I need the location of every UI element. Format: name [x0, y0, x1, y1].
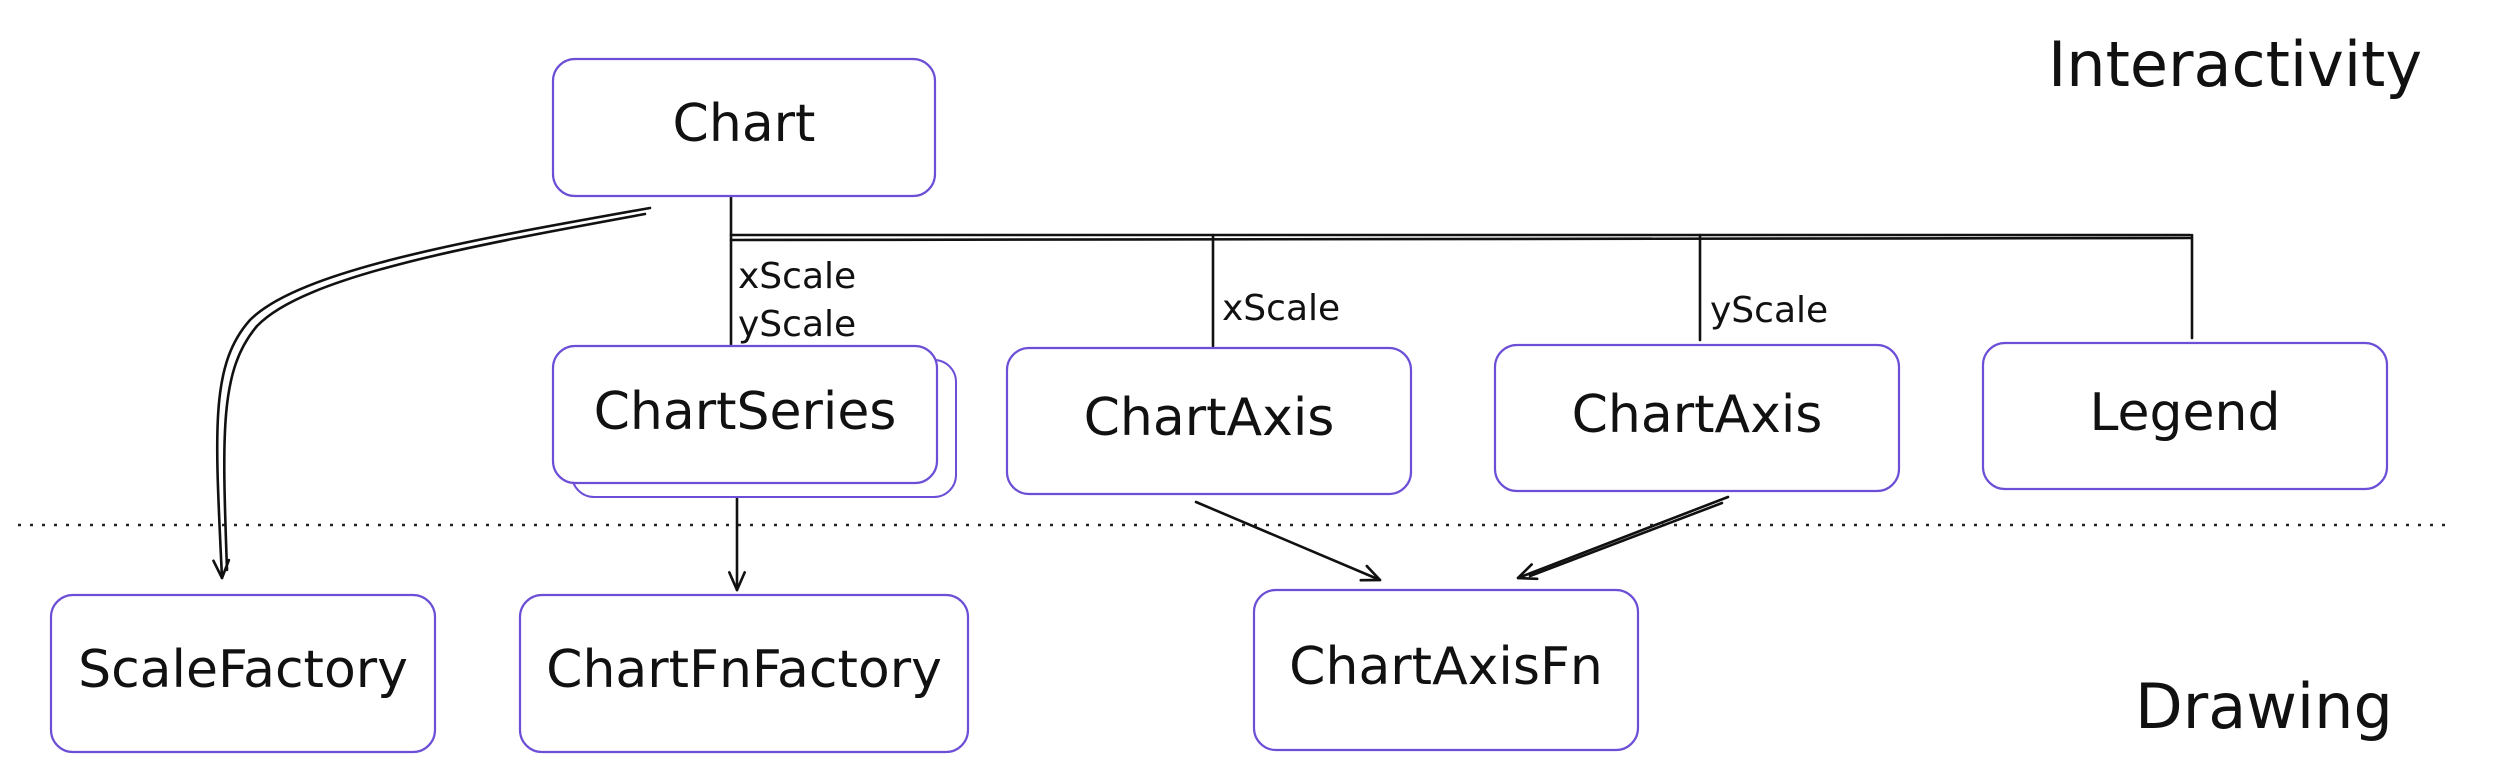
- node-chart-axis-x[interactable]: ChartAxis: [1005, 346, 1413, 496]
- edge-label-series-xscale: xScale: [738, 256, 856, 297]
- node-legend-label: Legend: [2089, 383, 2280, 443]
- node-chart-fn-factory-label: ChartFnFactory: [546, 640, 942, 700]
- edge-label-axis-xscale: xScale: [1222, 288, 1340, 329]
- node-chart-axis-y-label: ChartAxis: [1572, 385, 1823, 445]
- arrow-axis-y-to-axis-fn-second: [1528, 501, 1724, 578]
- node-scale-factory[interactable]: ScaleFactory: [49, 593, 437, 754]
- arrow-axis-y-to-axis-fn: [1516, 495, 1730, 581]
- arrow-chart-to-scale-factory: [212, 206, 652, 580]
- arrow-axis-x-to-axis-fn: [1194, 500, 1382, 582]
- edge-label-axis-yscale: yScale: [1710, 290, 1828, 331]
- node-chart-axis-fn[interactable]: ChartAxisFn: [1252, 588, 1640, 752]
- node-chart[interactable]: Chart: [551, 57, 937, 198]
- node-chart-axis-y[interactable]: ChartAxis: [1493, 343, 1901, 493]
- arrow-chart-to-scale-factory-shadow: [222, 212, 647, 572]
- section-label-drawing: Drawing: [2135, 670, 2393, 743]
- node-scale-factory-label: ScaleFactory: [78, 640, 408, 700]
- node-chart-label: Chart: [673, 94, 816, 154]
- node-chart-series[interactable]: ChartSeries: [551, 344, 957, 498]
- node-chart-series-label: ChartSeries: [594, 382, 897, 442]
- connector-bus-second: [729, 236, 2192, 242]
- edge-label-series-yscale: yScale: [738, 304, 856, 345]
- section-label-interactivity: Interactivity: [2048, 28, 2422, 101]
- node-chart-axis-fn-label: ChartAxisFn: [1289, 637, 1603, 697]
- node-chart-axis-x-label: ChartAxis: [1084, 388, 1335, 448]
- chart-connectors: [212, 194, 2194, 580]
- node-chart-fn-factory[interactable]: ChartFnFactory: [518, 593, 970, 754]
- node-legend[interactable]: Legend: [1981, 341, 2389, 491]
